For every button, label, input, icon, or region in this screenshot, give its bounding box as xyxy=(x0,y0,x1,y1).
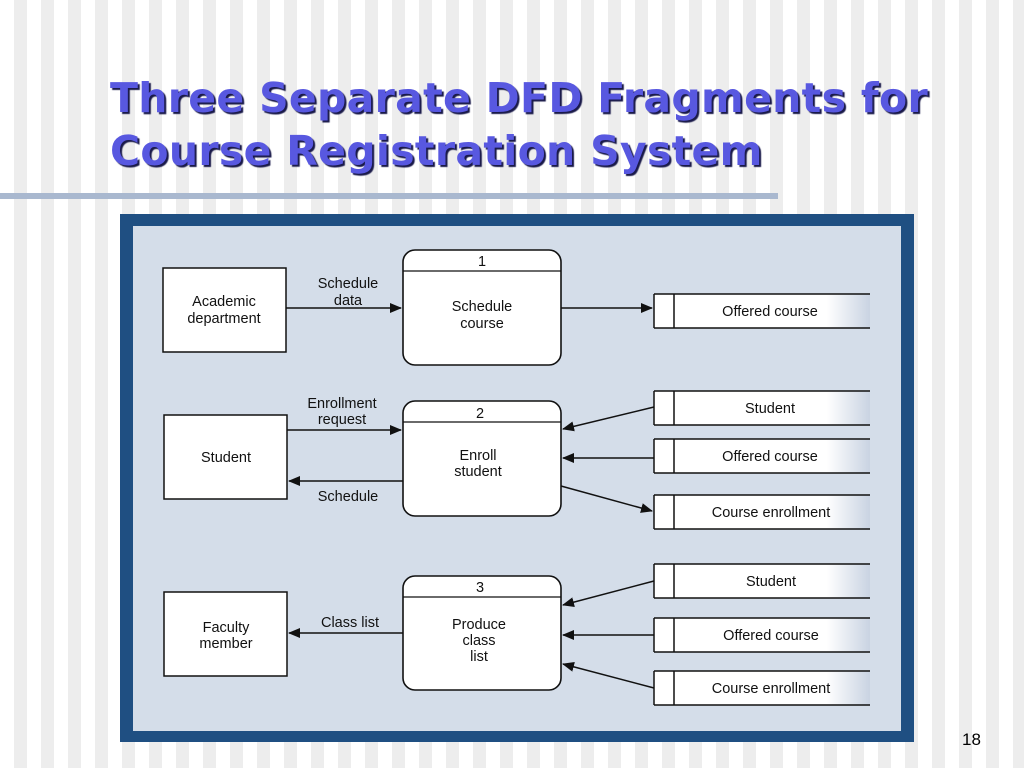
store-offered-course-1: Offered course xyxy=(653,293,870,329)
store-label: Course enrollment xyxy=(712,681,830,697)
flow-label: Class list xyxy=(321,615,379,631)
flow-p2-to-course-enrollment xyxy=(560,485,653,513)
entity-academic-department: Academic department xyxy=(162,267,287,353)
process-1: 1 Schedule course xyxy=(402,249,562,366)
page-number: 18 xyxy=(962,730,981,749)
flow-enrollment-request: Enrollment request xyxy=(287,396,402,435)
store-label: Student xyxy=(746,574,796,590)
flow-label: data xyxy=(334,293,363,309)
store-label: Offered course xyxy=(722,449,818,465)
store-course-enrollment-2: Course enrollment xyxy=(653,494,870,530)
process-label: Schedule xyxy=(452,299,512,315)
store-label: Offered course xyxy=(723,628,819,644)
process-2: 2 Enroll student xyxy=(402,400,562,517)
store-label: Student xyxy=(745,401,795,417)
process-number: 2 xyxy=(476,406,484,422)
process-number: 3 xyxy=(476,580,484,596)
slide-title-line-1: Three Separate DFD Fragments for xyxy=(110,74,928,122)
store-student-2: Student xyxy=(653,390,870,426)
process-3: 3 Produce class list xyxy=(402,575,562,691)
entity-student: Student xyxy=(163,414,288,500)
store-label: Offered course xyxy=(722,304,818,320)
flow-label: request xyxy=(318,412,366,428)
entity-label: member xyxy=(199,636,252,652)
flow-class-list: Class list xyxy=(288,615,403,638)
store-offered-course-2: Offered course xyxy=(653,438,870,474)
process-number: 1 xyxy=(478,254,486,270)
process-label: Enroll xyxy=(459,448,496,464)
process-label: Produce xyxy=(452,617,506,633)
entity-label: department xyxy=(187,311,260,327)
process-label: class xyxy=(462,633,495,649)
flow-label: Schedule xyxy=(318,489,378,505)
flow-course-enrollment-to-p3 xyxy=(562,661,655,689)
flow-student-store-to-p3 xyxy=(562,580,655,608)
flow-schedule: Schedule xyxy=(288,476,403,505)
flow-label: Enrollment xyxy=(307,396,376,412)
process-label: student xyxy=(454,464,502,480)
title-divider xyxy=(0,193,778,199)
entity-label: Faculty xyxy=(203,620,250,636)
store-offered-course-3: Offered course xyxy=(653,617,870,653)
store-course-enrollment-3: Course enrollment xyxy=(653,670,870,706)
process-label: course xyxy=(460,316,504,332)
entity-faculty-member: Faculty member xyxy=(163,591,288,677)
store-label: Course enrollment xyxy=(712,505,830,521)
flow-student-store-to-p2 xyxy=(562,406,655,432)
entity-label: Student xyxy=(201,450,251,466)
slide-title-line-2: Course Registration System xyxy=(110,127,763,175)
store-student-3: Student xyxy=(653,563,870,599)
process-label: list xyxy=(470,649,488,665)
entity-label: Academic xyxy=(192,294,256,310)
flow-label: Schedule xyxy=(318,276,378,292)
slide-title: Three Separate DFD Fragments for Course … xyxy=(110,72,1010,178)
flow-schedule-data: Schedule data xyxy=(286,276,402,313)
